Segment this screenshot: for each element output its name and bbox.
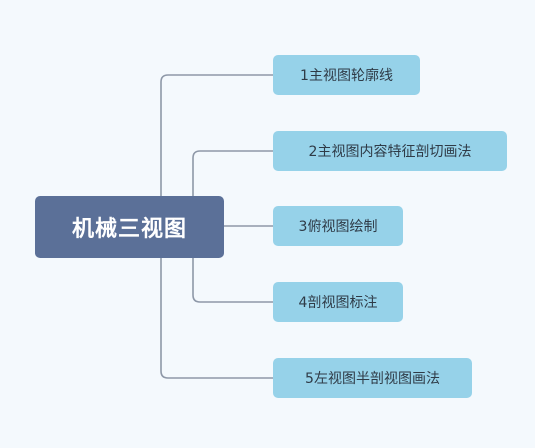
child-node-3[interactable]: 3俯视图绘制 [273,206,403,246]
child-node-4[interactable]: 4剖视图标注 [273,282,403,322]
connector-to-node-4 [192,257,274,303]
child-node-1-label: 1主视图轮廓线 [300,68,393,84]
child-node-3-label: 3俯视图绘制 [298,219,378,235]
root-node[interactable]: 机械三视图 [35,196,224,258]
child-node-2-label: 2主视图内容特征剖切画法 [308,144,472,160]
root-node-label: 机械三视图 [71,217,187,242]
child-node-5[interactable]: 5左视图半剖视图画法 [273,358,472,398]
connector-to-node-1 [160,74,274,197]
child-node-4-label: 4剖视图标注 [298,295,378,311]
connector-to-node-2 [192,150,274,197]
child-node-1[interactable]: 1主视图轮廓线 [273,55,420,95]
child-node-5-label: 5左视图半剖视图画法 [305,371,440,387]
child-node-2[interactable]: 2主视图内容特征剖切画法 [273,131,507,171]
connector-to-node-5 [160,257,274,379]
